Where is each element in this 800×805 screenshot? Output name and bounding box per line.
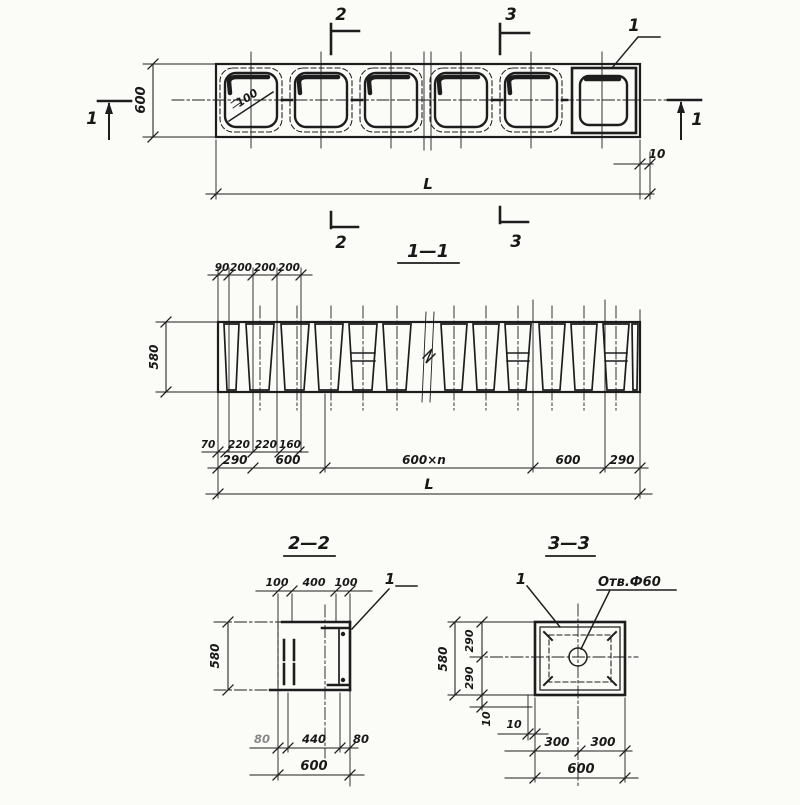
dim-text: 600×n: [402, 453, 446, 467]
dimension-plan-width: 600: [134, 58, 217, 143]
void-stiffener-bars: [350, 352, 628, 362]
dimension-total-length: L: [205, 477, 653, 500]
dimension-section-height: 580: [208, 616, 234, 696]
dimension-total-width: 600: [249, 759, 365, 781]
dim-text: 200: [278, 262, 300, 274]
dimension-chain-a: 70 220 220 160: [201, 439, 309, 458]
dimension-plan-gap: 10: [613, 139, 666, 200]
dim-text: 200: [230, 262, 252, 274]
beam-voids: [223, 305, 639, 411]
end-anchor-cell: [570, 66, 638, 135]
dim-text: 100: [335, 576, 358, 589]
break-line: [421, 311, 437, 403]
dim-text: 100: [266, 576, 289, 589]
title-text: 1—1: [407, 242, 449, 262]
dimension-side-chain: 290 290: [463, 616, 488, 711]
dim-text: 600: [134, 86, 149, 113]
section-view-2-2: 2—2 100 400 100: [208, 534, 418, 787]
dim-text: 90: [215, 262, 230, 274]
dimension-gap-a: 10: [469, 701, 533, 727]
dim-text: 220: [228, 439, 250, 451]
plan-view: 100: [86, 5, 702, 252]
dim-text: 200: [254, 262, 276, 274]
dim-text: 290: [222, 453, 247, 467]
section-cut-marker-2-top: 2: [329, 5, 361, 56]
dim-text: 10: [649, 147, 666, 161]
extension-lines: [217, 267, 641, 499]
title-text: 2—2: [288, 534, 330, 554]
dim-text: 440: [301, 732, 326, 746]
section-body: [213, 604, 352, 759]
dim-text: 300: [590, 735, 615, 749]
section-view-3-3: 3—3 1 Отв.Ф60 580: [436, 534, 677, 787]
section-cut-marker-1-left: 1: [86, 99, 133, 140]
dim-text: L: [423, 175, 433, 193]
dim-text: 400: [302, 576, 326, 589]
section-title: 3—3: [545, 534, 596, 557]
opening-axis-lines: [250, 51, 603, 149]
dimension-gap-b: 10: [497, 694, 549, 741]
hole-note-text: Отв.Ф60: [598, 575, 661, 590]
dim-text: 10: [480, 711, 493, 727]
marker-label: 2: [335, 5, 346, 24]
leader-label: 1: [385, 570, 395, 588]
dim-text: 600: [567, 762, 594, 777]
dimension-section-height: 580: [147, 316, 219, 398]
marker-label: 3: [510, 232, 521, 251]
dim-text: 300: [544, 735, 569, 749]
dimension-chain-a: 300 300: [504, 735, 633, 757]
section-cut-marker-3-bottom: 3: [498, 205, 530, 251]
plan-break-lines: [423, 51, 432, 151]
section-cut-marker-2-bottom: 2: [329, 210, 360, 252]
dimension-chain-a: 80 440 80: [249, 732, 369, 754]
dimension-plan-length: L: [205, 139, 656, 200]
dim-text: 600: [275, 453, 300, 467]
dim-text: 80: [254, 732, 270, 746]
dim-text: 220: [255, 439, 277, 451]
dim-text: 290: [463, 666, 476, 689]
dimension-top-chain: 100 400 100: [255, 576, 373, 597]
dimension-top-chain: 90 200 200 200: [207, 262, 313, 281]
leader-label: 1: [516, 570, 526, 588]
corner-anchor-marks: [542, 630, 618, 687]
marker-label: 1: [86, 109, 97, 128]
section-title: 1—1: [397, 242, 460, 264]
dimension-chain-b: 290 600 600×n 600 290: [207, 453, 649, 474]
dim-text: 600: [300, 759, 327, 774]
dim-text: 580: [147, 344, 161, 369]
end-channel-element: [320, 620, 352, 692]
section-view-1-1: 1—1 90 200 200 200: [147, 242, 653, 500]
hollow-core-opening: [359, 67, 423, 133]
dim-text: 580: [208, 643, 222, 668]
slab-outline: [214, 62, 642, 139]
dim-text: 600: [555, 453, 580, 467]
element-1-leader: 1: [350, 570, 418, 631]
marker-label: 2: [335, 233, 346, 252]
dim-text: 160: [279, 439, 301, 451]
dim-text: L: [424, 477, 433, 493]
leader-label: 1: [628, 16, 639, 35]
dim-text: 290: [609, 453, 634, 467]
extension-lines: [534, 697, 626, 783]
void-slope-note: 100: [234, 86, 261, 110]
dim-text: 70: [201, 439, 216, 451]
dimension-section-height: 580: [436, 616, 536, 701]
dim-text: 580: [436, 646, 450, 671]
title-text: 3—3: [548, 534, 590, 554]
element-1-leader: 1: [516, 570, 562, 629]
element-1-leader: 1: [610, 16, 661, 70]
dim-text: 10: [506, 718, 522, 731]
dim-text: 80: [353, 732, 369, 746]
section-body: [469, 603, 639, 787]
marker-label: 1: [691, 110, 702, 129]
section-cut-marker-3-top: 3: [498, 5, 531, 56]
dimension-total-width: 600: [504, 762, 639, 784]
section-title: 2—2: [283, 534, 336, 557]
marker-label: 3: [505, 5, 516, 24]
void-center-lines: [259, 305, 617, 411]
hole-leader: Отв.Ф60: [579, 575, 677, 651]
dim-text: 290: [463, 629, 476, 652]
section-cut-marker-1-right: 1: [666, 98, 703, 140]
slope-leader-line: [227, 90, 275, 123]
